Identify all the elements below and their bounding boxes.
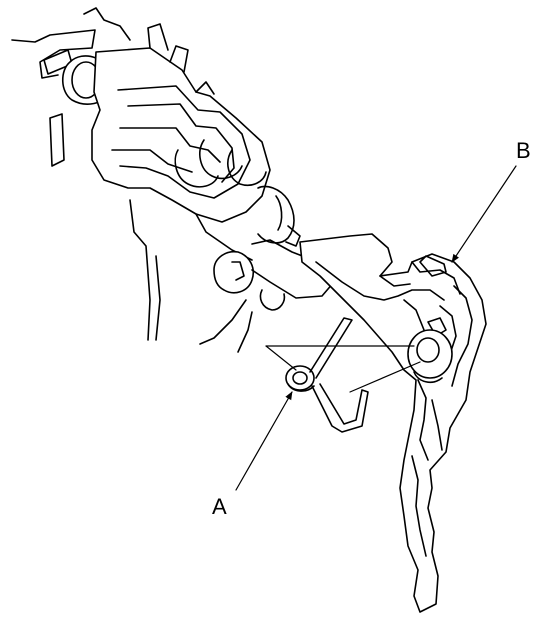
- callout-arrow-a: [235, 391, 293, 491]
- return-spring: [285, 317, 369, 433]
- lever-assembly: [299, 233, 487, 613]
- callout-label-a: A: [212, 494, 227, 519]
- mechanism-housing: [11, 7, 335, 353]
- callout-label-b: B: [516, 138, 531, 163]
- callout-arrow-b: [451, 165, 517, 263]
- leader-lines: [265, 345, 421, 393]
